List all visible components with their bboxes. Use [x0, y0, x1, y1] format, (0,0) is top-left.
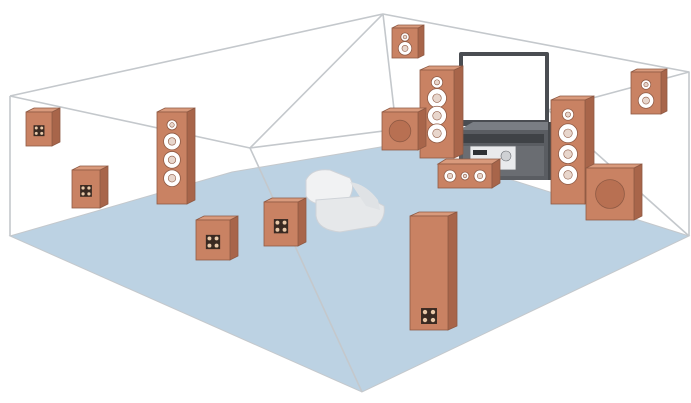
speaker-left-surround — [195, 215, 239, 261]
speaker-back-left-high — [25, 107, 61, 147]
armchair-icon — [305, 169, 385, 233]
subwoofer-left — [381, 107, 427, 151]
speaker-left-surround-2 — [263, 197, 307, 247]
speaker-front-right-high — [630, 68, 668, 115]
speaker-rear-center-tower — [409, 211, 458, 331]
subwoofer-right — [585, 163, 643, 221]
speaker-front-right-tower — [550, 95, 595, 205]
speaker-side-left-tower — [156, 107, 196, 205]
speaker-front-left-high — [391, 24, 425, 59]
speaker-center — [436, 158, 502, 189]
speaker-front-left-tower — [419, 65, 464, 159]
television — [459, 52, 549, 134]
speaker-back-left — [71, 165, 109, 209]
